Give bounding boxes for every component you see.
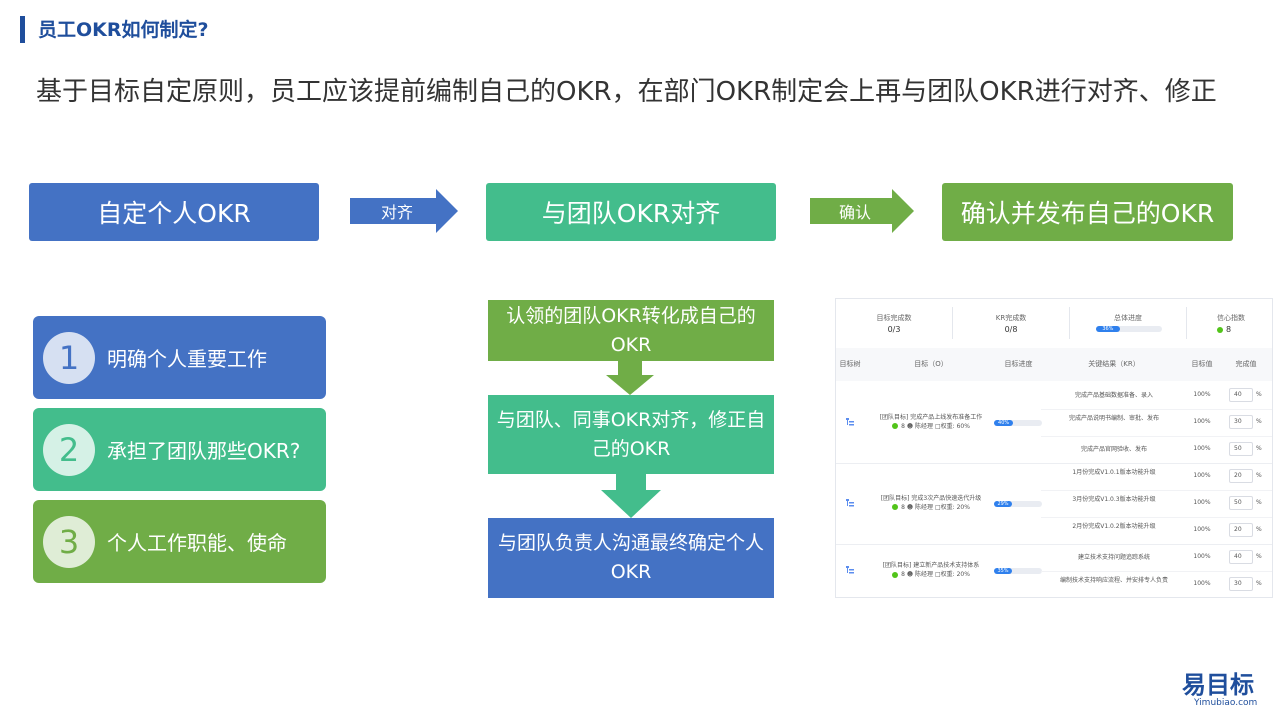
flow-step-confirm: 与团队负责人沟通最终确定个人OKR: [488, 518, 774, 598]
tree-icon[interactable]: [846, 417, 854, 426]
score-dot: [892, 504, 899, 510]
stat-confidence: 信心指数 8: [1217, 314, 1245, 334]
step-publish-okr: 确认并发布自己的OKR: [942, 183, 1233, 241]
logo-subtext: Yimubiao.com: [1194, 698, 1258, 708]
kr-unit: %: [1256, 553, 1262, 560]
down-arrow-icon: [606, 361, 654, 395]
kr-value-input[interactable]: 40: [1229, 550, 1253, 564]
factor-label: 承担了团队那些OKR?: [107, 439, 301, 463]
factor-card-1: 1 明确个人重要工作: [33, 316, 326, 399]
title-accent-bar: [20, 16, 25, 43]
kr-name: 编制技术支持响应流程、并安排专人负责: [1059, 577, 1168, 584]
stat-overall-progress: 总体进度 36%: [1070, 299, 1186, 347]
align-arrow-label: 对齐: [380, 203, 413, 222]
kr-unit: %: [1256, 526, 1262, 533]
flow-step-convert: 认领的团队OKR转化成自己的OKR: [488, 300, 774, 361]
page-subtitle: 基于目标自定原则，员工应该提前编制自己的OKR，在部门OKR制定会上再与团队OK…: [36, 77, 1217, 107]
user-icon: ☻: [906, 571, 914, 578]
weight-icon: □: [934, 571, 941, 578]
kr-target: 100%: [1193, 445, 1211, 452]
kr-unit: %: [1256, 418, 1262, 425]
kr-value-input[interactable]: 30: [1229, 577, 1253, 591]
factor-card-3: 3 个人工作职能、使命: [33, 500, 326, 583]
kr-value-input[interactable]: 40: [1229, 388, 1253, 402]
kr-value-input[interactable]: 30: [1229, 415, 1253, 429]
weight-icon: □: [934, 503, 941, 511]
score-dot: [892, 571, 899, 578]
overall-progress-bar: 36%: [1096, 326, 1162, 332]
right-arrow-icon: [810, 189, 914, 233]
okr-stats-row: 目标完成数 0/3 KR完成数 0/8 总体进度 36% 信心指数 8: [836, 299, 1272, 347]
factor-card-2: 2 承担了团队那些OKR?: [33, 408, 326, 491]
kr-name: 完成产品说明书编制、审批、发布: [1068, 415, 1159, 422]
kr-target: 100%: [1193, 418, 1211, 425]
confidence-dot: [1217, 326, 1223, 333]
stat-kr-done: KR完成数 0/8: [995, 314, 1027, 334]
kr-unit: %: [1256, 499, 1262, 506]
confirm-arrow-label: 确认: [838, 203, 871, 222]
factor-number: 1: [43, 331, 95, 384]
weight-icon: □: [934, 422, 941, 430]
kr-target: 100%: [1193, 472, 1211, 479]
step-define-personal-okr: 自定个人OKR: [29, 183, 319, 241]
factor-number: 2: [43, 423, 95, 476]
kr-unit: %: [1256, 472, 1262, 479]
score-dot: [892, 423, 899, 429]
kr-unit: %: [1256, 445, 1262, 452]
flow-step-align: 与团队、同事OKR对齐，修正自己的OKR: [488, 395, 774, 474]
kr-value-input[interactable]: 20: [1229, 523, 1253, 537]
factor-number: 3: [43, 515, 95, 568]
right-arrow-icon: [350, 189, 458, 233]
confirm-arrow: 确认: [810, 189, 914, 233]
kr-name: 建立技术支持问题追踪系统: [1077, 554, 1150, 561]
yimubiao-logo: 易目标 Yimubiao.com: [1182, 671, 1266, 708]
kr-name: 2月份完成V1.0.2版本功能升级: [1072, 523, 1156, 530]
objective-progress-bar: 29%: [994, 500, 1042, 507]
objective-progress-bar: 35%: [994, 568, 1042, 574]
page-title: 员工OKR如何制定?: [38, 19, 209, 41]
user-icon: ☻: [906, 503, 914, 511]
okr-table-header: 目标树 目标（O） 目标进度 关键结果（KR） 目标值 完成值: [836, 348, 1272, 381]
logo-text: 易目标: [1182, 671, 1254, 699]
factor-label: 个人工作职能、使命: [107, 531, 287, 555]
kr-value-input[interactable]: 50: [1229, 442, 1253, 456]
down-arrow-icon: [601, 474, 661, 518]
kr-target: 100%: [1193, 499, 1211, 506]
kr-target: 100%: [1193, 580, 1211, 587]
kr-target: 100%: [1193, 526, 1211, 533]
kr-name: 3月份完成V1.0.3版本功能升级: [1072, 496, 1156, 503]
kr-value-input[interactable]: 50: [1229, 496, 1253, 510]
kr-unit: %: [1256, 580, 1262, 587]
stat-objectives-done: 目标完成数 0/3: [876, 314, 912, 334]
kr-name: 完成产品基础数据准备、录入: [1074, 392, 1153, 399]
factor-label: 明确个人重要工作: [107, 347, 267, 371]
kr-unit: %: [1256, 391, 1262, 398]
tree-icon[interactable]: [846, 566, 854, 574]
step-align-team-okr: 与团队OKR对齐: [486, 183, 776, 241]
okr-table-panel: 目标完成数 0/3 KR完成数 0/8 总体进度 36% 信心指数 8 目标树 …: [835, 298, 1273, 598]
kr-value-input[interactable]: 20: [1229, 469, 1253, 483]
align-arrow: 对齐: [350, 189, 458, 233]
kr-name: 完成产品官网验收、发布: [1080, 446, 1147, 453]
objective-progress-bar: 40%: [994, 419, 1042, 426]
tree-icon[interactable]: [846, 498, 854, 507]
kr-target: 100%: [1193, 391, 1211, 398]
user-icon: ☻: [906, 422, 914, 430]
kr-target: 100%: [1193, 553, 1211, 560]
kr-name: 1月份完成V1.0.1版本功能升级: [1072, 469, 1156, 476]
